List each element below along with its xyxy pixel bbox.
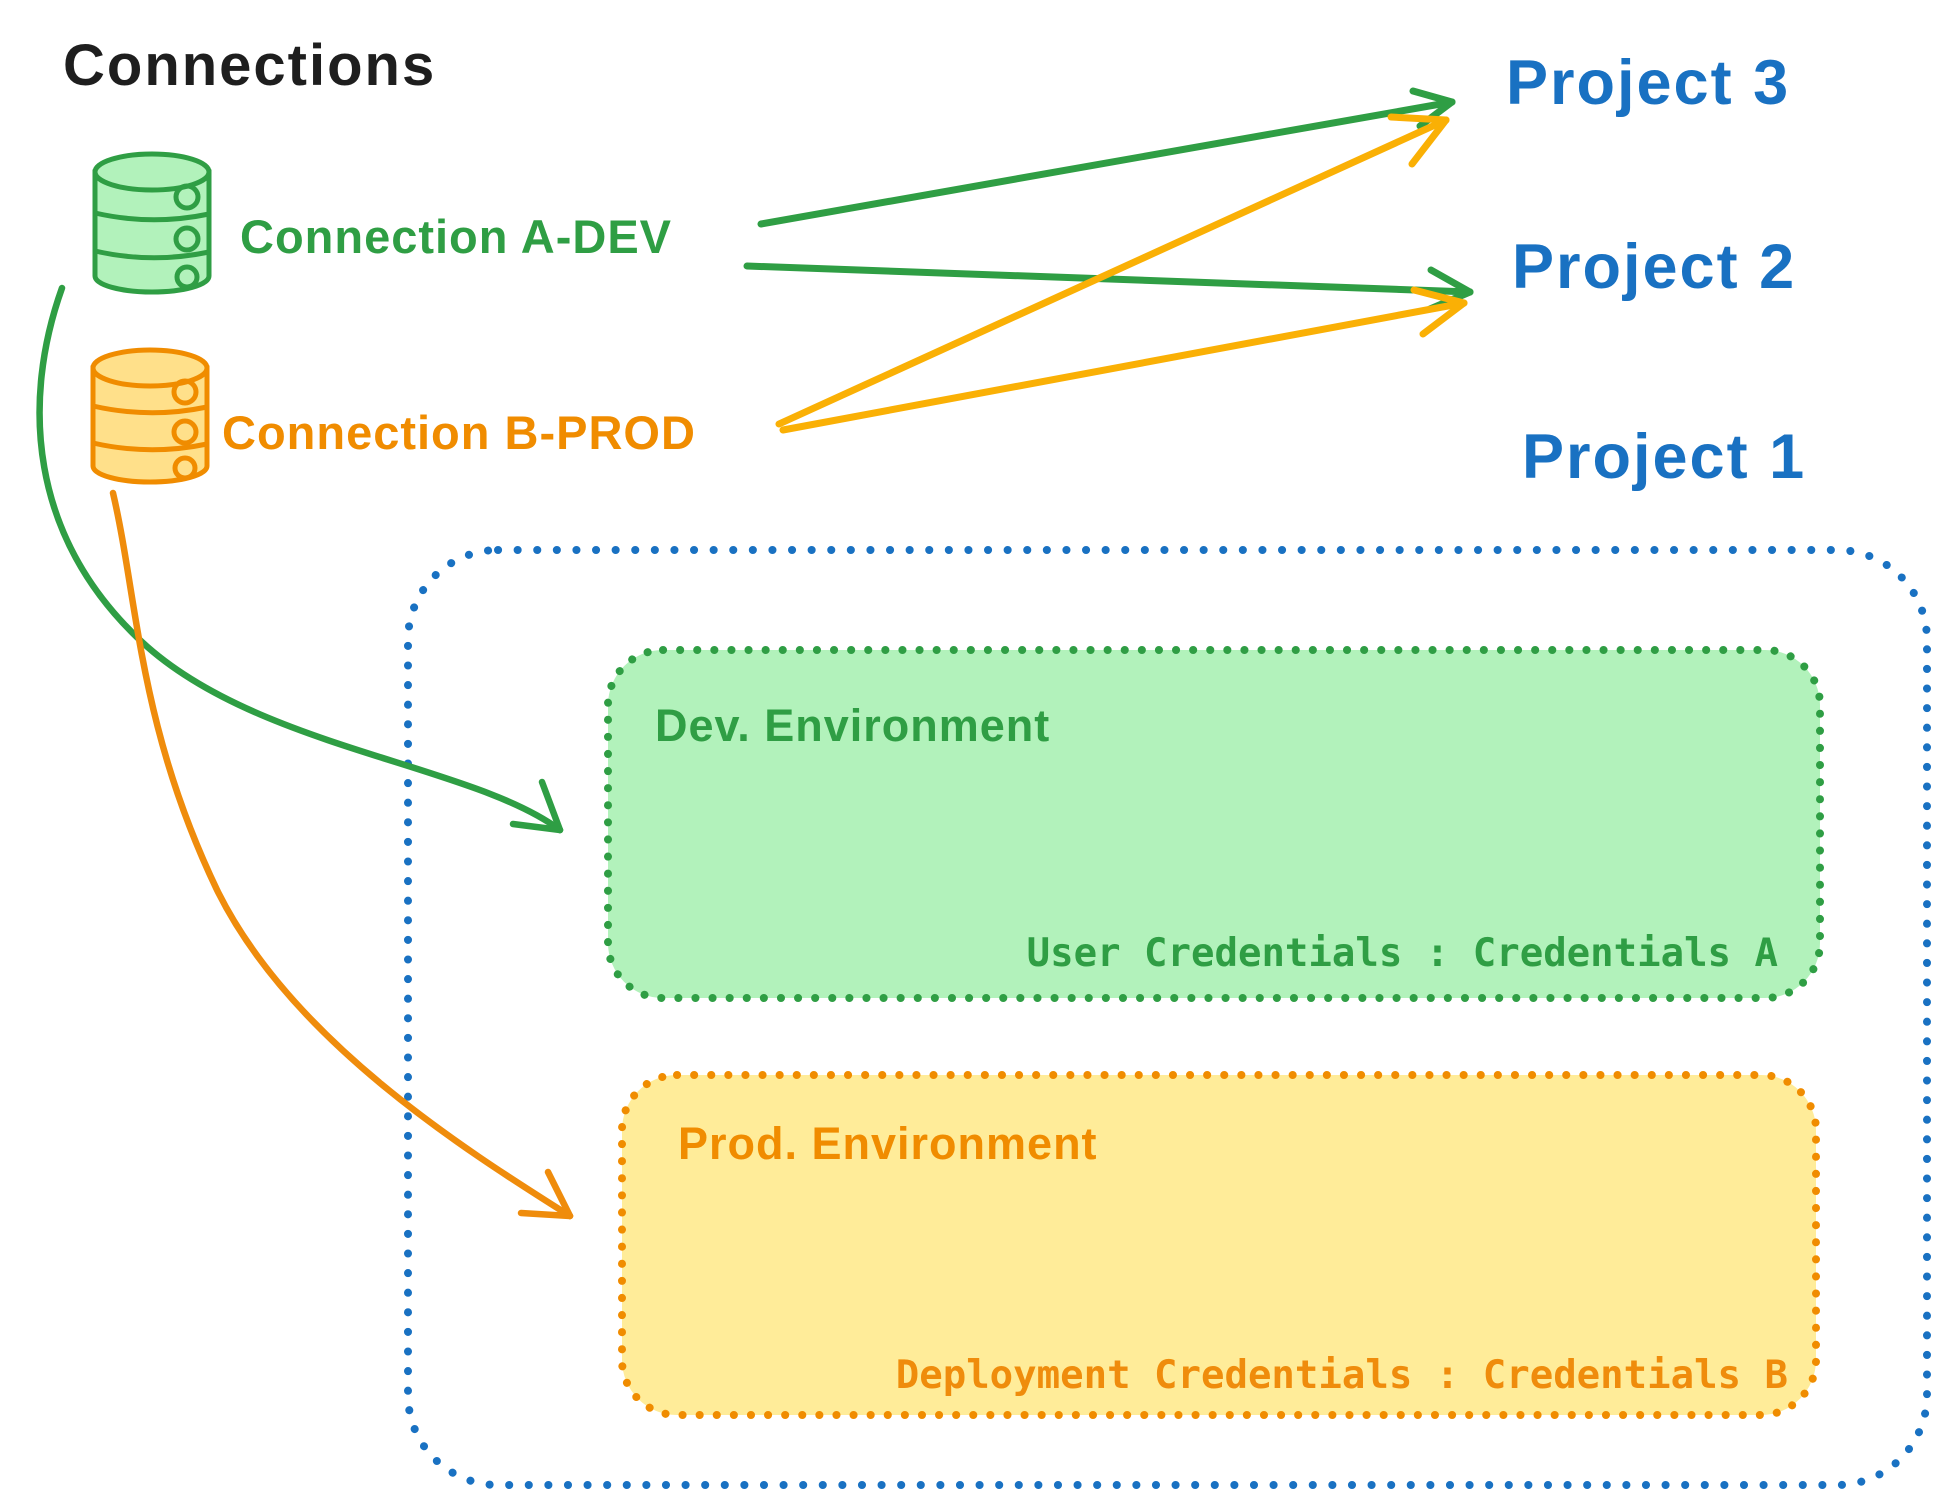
edge-bprod-project3 (775, 113, 1450, 428)
project-1-label: Project 1 (1522, 422, 1807, 492)
dev-environment-title: Dev. Environment (655, 700, 1051, 751)
connection-a-dev-label: Connection A-DEV (240, 210, 673, 263)
edge-bprod-prod-environment (109, 489, 574, 1220)
database-icon (90, 347, 210, 485)
project-3-label: Project 3 (1506, 48, 1791, 118)
prod-environment-box (618, 1071, 1820, 1419)
edge-adev-project3 (757, 87, 1456, 228)
database-icon (92, 151, 212, 295)
diagram-title: Connections (63, 33, 437, 98)
prod-environment-credentials: Deployment Credentials : Credentials B (895, 1353, 1788, 1398)
dev-environment-credentials: User Credentials : Credentials A (1026, 931, 1778, 976)
edge-bprod-project2 (779, 286, 1468, 434)
connection-b-prod-label: Connection B-PROD (222, 406, 696, 459)
project1-container-box (404, 546, 1931, 1489)
project-2-label: Project 2 (1512, 232, 1797, 302)
prod-environment-title: Prod. Environment (678, 1118, 1098, 1169)
dev-environment-box (604, 646, 1824, 1002)
